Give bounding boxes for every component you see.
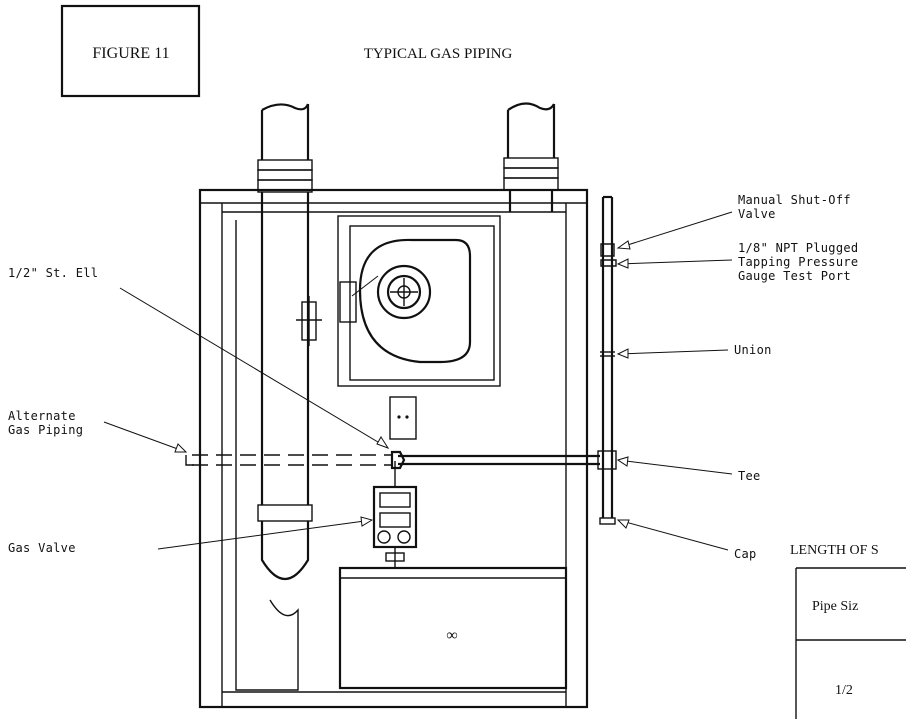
figure-label: FIGURE 11 — [92, 45, 169, 62]
pipe-length-table: LENGTH OF S Pipe Siz 1/2 — [790, 543, 906, 719]
label-plugged-1: 1/8" NPT Plugged — [738, 241, 858, 255]
junction-box — [389, 396, 417, 440]
right-vent-pipe — [503, 102, 559, 212]
gas-valve — [372, 461, 418, 568]
label-alternate-1: Alternate — [8, 409, 76, 423]
table-row-1: 1/2 — [835, 683, 853, 698]
label-alternate-2: Gas Piping — [8, 423, 83, 437]
left-vent-pipe — [235, 103, 313, 691]
table-title: LENGTH OF S — [790, 543, 879, 558]
label-plugged-2: Tapping Pressure — [738, 255, 858, 269]
gas-supply-pipe — [390, 450, 600, 470]
inducer-blower — [337, 215, 501, 387]
table-header: Pipe Siz — [812, 599, 858, 614]
diagram-title: TYPICAL GAS PIPING — [364, 46, 513, 62]
label-st-ell: 1/2" St. Ell — [8, 266, 98, 280]
vertical-supply-pipe — [597, 195, 617, 525]
burner-symbol: ∞ — [446, 627, 457, 644]
label-gas-valve: Gas Valve — [8, 541, 76, 555]
burner-box: ∞ — [338, 566, 568, 690]
label-tee: Tee — [738, 469, 761, 483]
label-cap: Cap — [734, 547, 757, 561]
leader-lines — [103, 211, 733, 551]
alternate-gas-pipe — [185, 454, 392, 466]
label-union: Union — [734, 343, 772, 357]
label-manual-shutoff-1: Manual Shut-Off — [738, 193, 851, 207]
pressure-switch — [296, 296, 322, 346]
label-plugged-3: Gauge Test Port — [738, 269, 851, 283]
figure-label-box — [60, 4, 201, 98]
label-manual-shutoff-2: Valve — [738, 207, 776, 221]
